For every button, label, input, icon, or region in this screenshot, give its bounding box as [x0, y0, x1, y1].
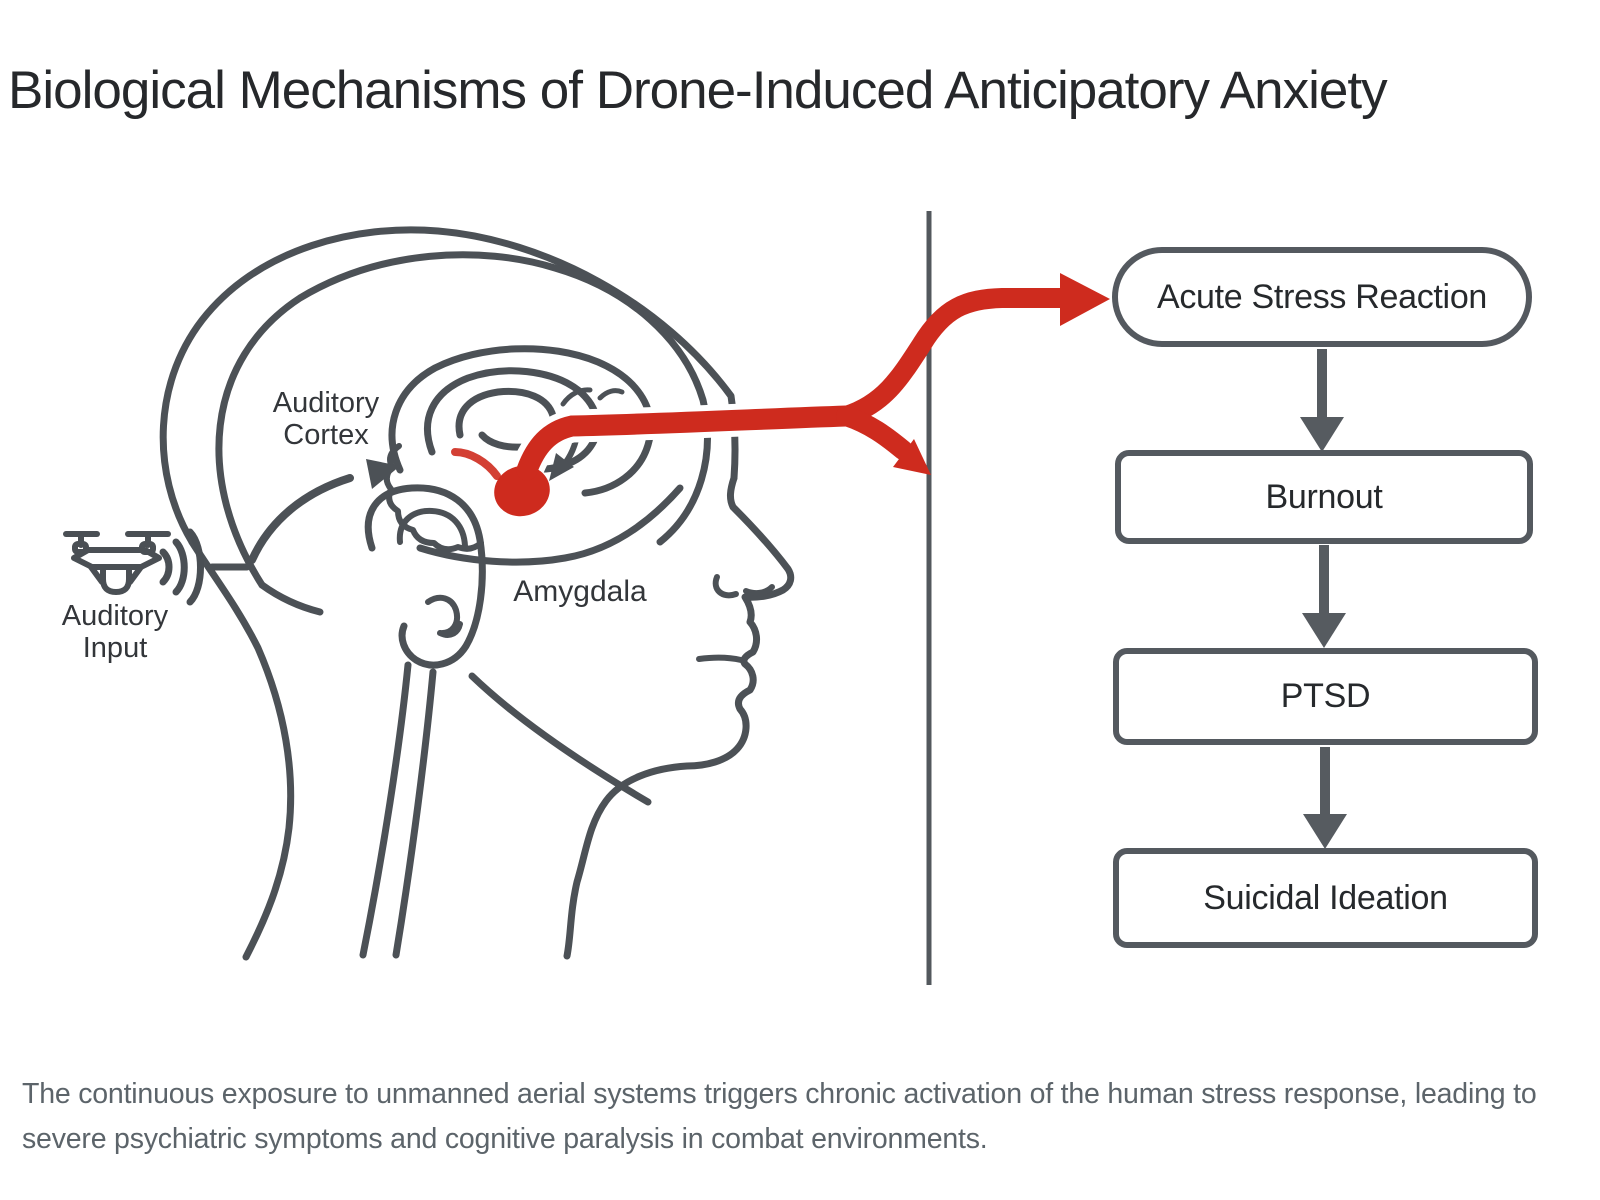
- red-pathway-lower-branch: [836, 406, 913, 460]
- auditory-input-label-line2: Input: [83, 632, 148, 664]
- flow-box-acute-stress-reaction: Acute Stress Reaction: [1112, 247, 1532, 347]
- drone-icon: [63, 531, 171, 595]
- amygdala-highlight-and-pathway: [451, 273, 1110, 517]
- face-profile: [563, 474, 795, 960]
- ear-to-cortex-arrow: [248, 459, 400, 564]
- head-profile-illustration: [159, 226, 795, 961]
- auditory-cortex-label-line2: Cortex: [283, 419, 369, 451]
- ear: [364, 484, 486, 669]
- diagram-labels: Auditory Cortex Amygdala Auditory Input: [62, 387, 647, 664]
- flow-box-suicidal-ideation: Suicidal Ideation: [1113, 848, 1538, 948]
- amygdala-highlight: [494, 465, 550, 517]
- amygdala-label: Amygdala: [513, 575, 647, 608]
- auditory-cortex-label: Auditory: [273, 387, 380, 419]
- flow-box-ptsd: PTSD: [1113, 648, 1538, 745]
- page-title: Biological Mechanisms of Drone-Induced A…: [8, 61, 1388, 120]
- red-pathway-main: [516, 405, 857, 481]
- red-pathway-upper-branch: [836, 288, 1072, 426]
- sound-waves-icon: [159, 528, 204, 606]
- red-arrowhead-upper: [1060, 273, 1110, 326]
- flowchart-connectors: [1300, 349, 1347, 849]
- figure-caption: The continuous exposure to unmanned aeri…: [22, 1078, 1537, 1155]
- red-arrowhead-lower: [893, 439, 931, 475]
- skull-outline: [159, 226, 739, 546]
- auditory-input-label: Auditory: [62, 600, 169, 632]
- flow-box-burnout: Burnout: [1115, 450, 1533, 544]
